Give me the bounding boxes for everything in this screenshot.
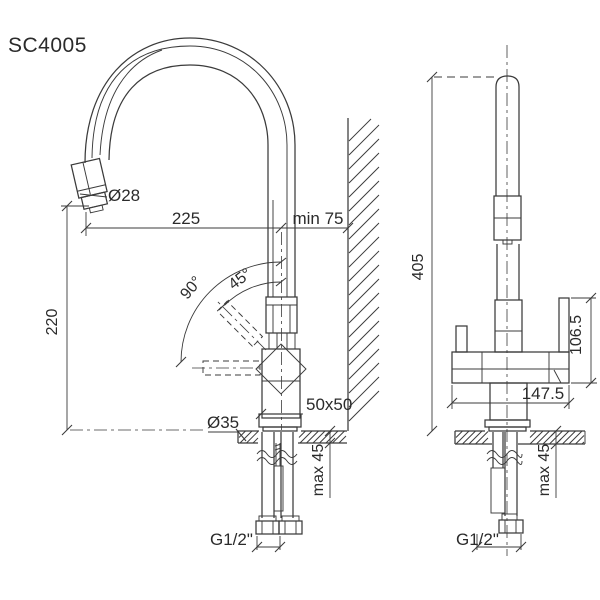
dim-body-width: 147.5 <box>522 384 565 403</box>
spout-side <box>84 37 296 430</box>
rotation-arcs: 90° 45° <box>175 257 287 368</box>
wall <box>347 118 380 431</box>
side-view: 90° 45° <box>44 37 380 553</box>
dim-thread-side: G1/2" <box>210 530 253 549</box>
countertop-front <box>454 430 586 445</box>
side-dimensions: 220 225 min 75 Ø28 50x50 Ø35 <box>44 186 354 553</box>
right-handle <box>558 297 570 353</box>
front-dimensions: 405 106.5 147.5 max 45 <box>410 71 597 553</box>
dim-thread-front: G1/2" <box>456 530 499 549</box>
hoses-side <box>255 432 303 535</box>
hoses-front <box>486 432 524 534</box>
dim-deck-thickness-side: max 45 <box>310 444 327 497</box>
model-title: SC4005 <box>8 34 87 57</box>
dim-deck-thickness-front: max 45 <box>536 444 553 497</box>
faucet-body-side <box>255 296 307 432</box>
left-handle <box>455 325 468 353</box>
rotation-90-label: 90° <box>177 273 206 302</box>
handle-ghost-horizontal <box>192 360 262 376</box>
counter-right-hatch <box>455 430 585 445</box>
dim-handle-height: 106.5 <box>568 315 585 355</box>
faucet-front <box>451 75 570 432</box>
rotation-45-label: 45° <box>226 265 256 293</box>
dim-wall-distance: min 75 <box>292 209 343 228</box>
dim-spout-height: 220 <box>44 309 61 336</box>
dim-total-height: 405 <box>410 254 427 281</box>
countertop-side <box>237 430 347 444</box>
spray-head <box>70 157 109 214</box>
dim-base-diameter: Ø35 <box>207 413 239 432</box>
wall-hatch <box>348 118 380 422</box>
dim-spout-reach: 225 <box>172 209 200 228</box>
handle-ghost-45deg <box>214 298 267 351</box>
dim-body-section: 50x50 <box>306 395 352 414</box>
counter-left-hatch <box>238 430 347 444</box>
front-view: 405 106.5 147.5 max 45 <box>410 45 597 556</box>
dim-spout-diameter: Ø28 <box>108 186 140 205</box>
